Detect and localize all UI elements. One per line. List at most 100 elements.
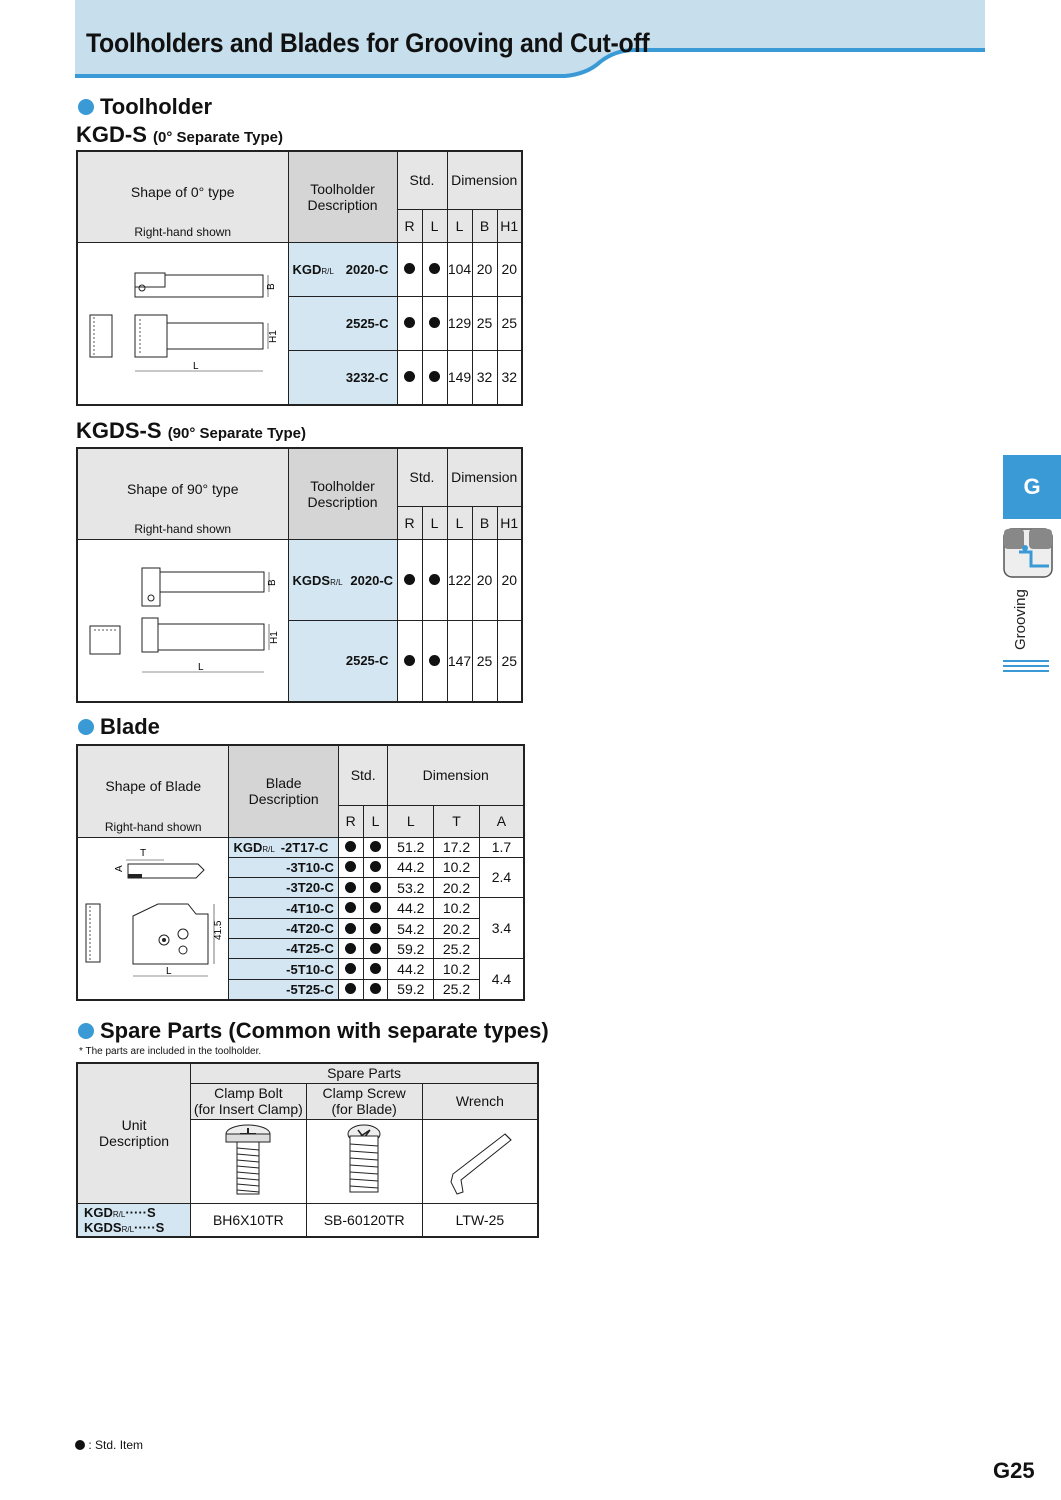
side-decor-bars xyxy=(1003,660,1049,672)
col-R: R xyxy=(396,505,423,540)
std-dot xyxy=(370,983,382,995)
dim-L-label: L xyxy=(198,662,204,673)
col-B: B xyxy=(471,208,498,243)
blade-row-8-code: -5T25-C xyxy=(228,979,339,1000)
grooving-category-icon xyxy=(1003,528,1053,578)
blade-row-1-T: 17.2 xyxy=(433,836,480,858)
blade-drawing: T A 41.5 L xyxy=(85,848,224,977)
kgd-row-2-B: 25 xyxy=(471,295,498,351)
blade-row-3-L: 53.2 xyxy=(387,877,435,899)
blade-row-3-code: -3T20-C xyxy=(228,877,339,899)
std-dot xyxy=(370,881,382,893)
std-dot xyxy=(429,654,440,666)
blade-row-8-T: 25.2 xyxy=(433,979,480,1000)
kgd-dim-header: Dimension xyxy=(446,150,523,210)
std-dot xyxy=(345,922,357,934)
kgd-row-1-B: 20 xyxy=(471,241,498,297)
col-R: R xyxy=(396,208,423,243)
std-dot xyxy=(345,963,357,975)
col-H1: H1 xyxy=(496,208,523,243)
col-L: L xyxy=(421,208,448,243)
col-length: L xyxy=(387,804,435,838)
kgds-holder-drawing: B H1 L xyxy=(89,567,280,673)
col-length: L xyxy=(446,208,473,243)
std-dot xyxy=(370,861,382,873)
std-dot xyxy=(370,942,382,954)
clamp-bolt-header: Clamp Bolt(for Insert Clamp) xyxy=(190,1082,307,1120)
clamp-screw-image xyxy=(305,1118,423,1204)
dim-T-label: T xyxy=(140,848,146,859)
page-title: Toolholders and Blades for Grooving and … xyxy=(86,28,650,58)
kgd-table: Shape of 0° type Right-hand shown Toolho… xyxy=(76,150,523,406)
blade-shape-header: Shape of Blade Right-hand shown xyxy=(76,744,230,838)
blade-row-7-T: 10.2 xyxy=(433,958,480,980)
blade-row-6-code: -4T25-C xyxy=(228,938,339,960)
bullet-icon xyxy=(78,719,94,735)
kgd-row-1-H1: 20 xyxy=(496,241,523,297)
dim-L-label: L xyxy=(193,361,199,372)
std-dot xyxy=(404,263,415,275)
legend-std-item: : Std. Item xyxy=(75,1438,143,1452)
kgd-row-3-H1: 32 xyxy=(496,349,523,406)
kgds-row-1-L: 122 xyxy=(446,538,473,621)
col-A: A xyxy=(478,804,525,838)
blade-row-2-T: 10.2 xyxy=(433,856,480,879)
spare-unit-codes: KGDR/L·····S KGDSR/L·····S xyxy=(76,1202,192,1238)
dim-H1-label: H1 xyxy=(269,630,280,643)
kgd-shape-header: Shape of 0° type Right-hand shown xyxy=(76,150,289,243)
blade-dim-header: Dimension xyxy=(387,744,525,806)
col-L: L xyxy=(421,505,448,540)
side-tab-g[interactable]: G xyxy=(1003,455,1061,519)
blade-row-8-L: 59.2 xyxy=(387,979,435,1000)
dim-height-label: 41.5 xyxy=(213,920,224,940)
col-B: B xyxy=(471,505,498,540)
std-dot xyxy=(404,317,415,329)
blade-row-1-L: 51.2 xyxy=(387,836,435,858)
clamp-bolt-code: BH6X10TR xyxy=(190,1202,307,1238)
std-dot xyxy=(370,963,382,975)
std-dot xyxy=(404,573,415,585)
col-L: L xyxy=(362,804,389,838)
std-dot xyxy=(370,902,382,914)
std-dot xyxy=(370,841,382,852)
blade-std-header: Std. xyxy=(337,744,389,806)
blade-row-4-L: 44.2 xyxy=(387,897,435,920)
std-dot xyxy=(345,983,357,995)
kgd-row-2-H1: 25 xyxy=(496,295,523,351)
col-length: L xyxy=(446,505,473,540)
spare-note: * The parts are included in the toolhold… xyxy=(79,1046,262,1057)
blade-row-2-code: -3T10-C xyxy=(228,856,339,879)
kgds-row-1-B: 20 xyxy=(471,538,498,621)
blade-row-4-code: -4T10-C xyxy=(228,897,339,920)
clamp-bolt-image xyxy=(190,1118,307,1204)
std-dot xyxy=(345,881,357,893)
blade-row-7-code: -5T10-C xyxy=(228,958,339,980)
page-number: G25 xyxy=(993,1458,1035,1483)
kgd-holder-drawing: B H1 L xyxy=(89,272,279,372)
wrench-header: Wrench xyxy=(421,1082,539,1120)
col-T: T xyxy=(433,804,480,838)
std-dot xyxy=(404,371,415,383)
spare-parts-header: Spare Parts xyxy=(190,1062,539,1084)
kgd-row-3-L: 149 xyxy=(446,349,473,406)
dim-A-label: A xyxy=(114,865,125,872)
kgd-figure: B H1 L xyxy=(76,241,289,405)
kgds-row-1-H1: 20 xyxy=(496,538,523,621)
kgd-row-1-code: KGDR/L 2020-C xyxy=(287,241,398,297)
blade-row-4-T: 10.2 xyxy=(433,897,480,920)
blade-figure: T A 41.5 L xyxy=(76,836,230,1000)
section-toolholder: Toolholder xyxy=(78,94,212,120)
dim-B-label: B xyxy=(266,283,277,290)
blade-row-2-L: 44.2 xyxy=(387,856,435,879)
blade-row-5-code: -4T20-C xyxy=(228,918,339,940)
blade-row-5-L: 54.2 xyxy=(387,918,435,940)
kgd-subtitle: KGD-S (0° Separate Type) xyxy=(76,122,283,147)
col-R: R xyxy=(337,804,364,838)
kgds-figure: B H1 L xyxy=(76,538,289,702)
clamp-screw-header: Clamp Screw(for Blade) xyxy=(305,1082,423,1120)
bullet-icon xyxy=(78,99,94,115)
blade-row-1-code: KGDR/L -2T17-C xyxy=(228,836,339,857)
